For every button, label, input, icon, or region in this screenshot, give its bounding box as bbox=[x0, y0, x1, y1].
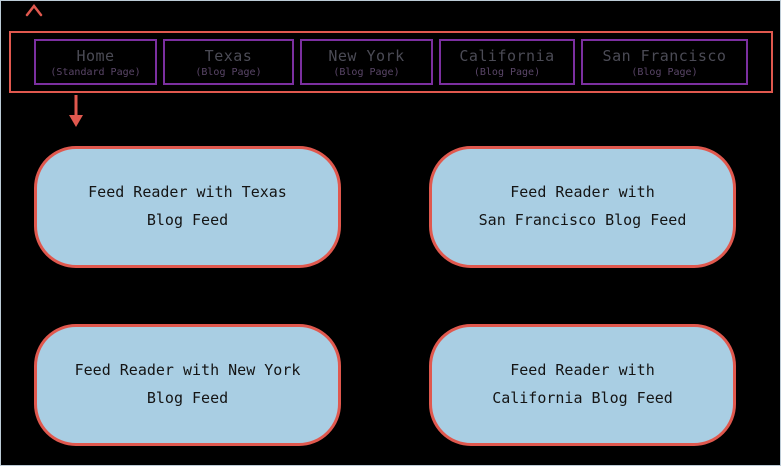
nav-item-title: New York bbox=[328, 46, 405, 65]
nav-item-subtitle: (Blog Page) bbox=[473, 66, 541, 78]
feed-box-texas: Feed Reader with Texas Blog Feed bbox=[34, 146, 341, 268]
feed-box-label: Feed Reader with San Francisco Blog Feed bbox=[478, 183, 687, 229]
feed-box-label: Feed Reader with Texas Blog Feed bbox=[88, 183, 287, 229]
nav-item-subtitle: (Blog Page) bbox=[195, 66, 262, 78]
nav-item-subtitle: (Blog Page) bbox=[333, 66, 400, 78]
site-navbar: Home (Standard Page) Texas (Blog Page) N… bbox=[9, 31, 773, 93]
nav-item-california: California (Blog Page) bbox=[439, 39, 575, 85]
arrow-down-icon bbox=[69, 95, 83, 127]
feed-box-label: Feed Reader with New York Blog Feed bbox=[74, 361, 301, 407]
nav-item-home: Home (Standard Page) bbox=[34, 39, 157, 85]
nav-item-texas: Texas (Blog Page) bbox=[163, 39, 294, 85]
nav-item-title: Home bbox=[76, 46, 115, 65]
chevron-up-icon bbox=[25, 4, 43, 17]
nav-item-title: Texas bbox=[204, 46, 253, 65]
feed-box-california: Feed Reader with California Blog Feed bbox=[429, 324, 736, 446]
nav-item-san-francisco: San Francisco (Blog Page) bbox=[581, 39, 748, 85]
nav-item-subtitle: (Blog Page) bbox=[631, 66, 698, 78]
feed-box-san-francisco: Feed Reader with San Francisco Blog Feed bbox=[429, 146, 736, 268]
feed-box-new-york: Feed Reader with New York Blog Feed bbox=[34, 324, 341, 446]
nav-item-new-york: New York (Blog Page) bbox=[300, 39, 433, 85]
nav-item-subtitle: (Standard Page) bbox=[50, 66, 141, 78]
nav-item-title: San Francisco bbox=[602, 46, 727, 65]
nav-item-title: California bbox=[459, 46, 555, 65]
feed-box-label: Feed Reader with California Blog Feed bbox=[492, 361, 673, 407]
